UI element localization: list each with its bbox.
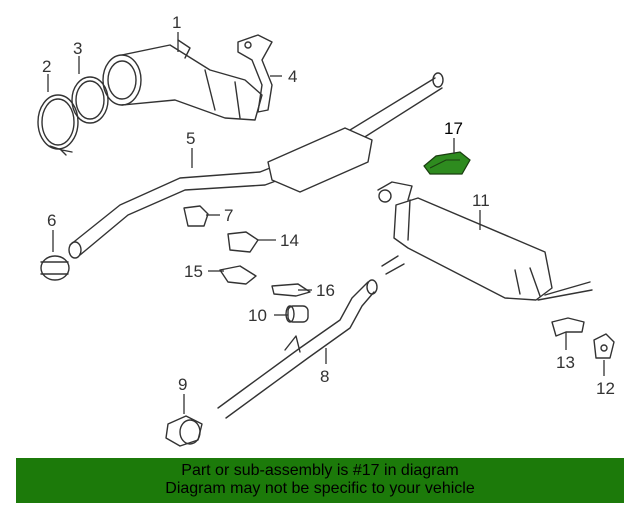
part-13-bracket[interactable] <box>551 317 585 337</box>
part-5-front-pipe[interactable] <box>68 72 444 259</box>
callout-15[interactable]: 15 <box>184 262 203 281</box>
callout-8[interactable]: 8 <box>320 367 329 386</box>
callout-12[interactable]: 12 <box>596 379 615 398</box>
callout-9[interactable]: 9 <box>178 375 187 394</box>
callout-10[interactable]: 10 <box>248 306 267 325</box>
part-10-bushing[interactable] <box>285 305 309 323</box>
callout-1[interactable]: 1 <box>172 13 181 32</box>
part-3-gasket[interactable] <box>71 76 109 124</box>
callout-5[interactable]: 5 <box>186 129 195 148</box>
callout-14[interactable]: 14 <box>280 231 299 250</box>
callout-16[interactable]: 16 <box>316 281 335 300</box>
part-17-highlighted[interactable] <box>423 151 471 175</box>
callout-4[interactable]: 4 <box>288 67 297 86</box>
callout-17[interactable]: 17 <box>444 119 463 138</box>
part-2-clamp[interactable] <box>37 94 79 156</box>
callout-3[interactable]: 3 <box>73 39 82 58</box>
part-11-muffler[interactable] <box>377 181 593 301</box>
footer-banner: Part or sub-assembly is #17 in diagram D… <box>16 458 624 503</box>
callout-2[interactable]: 2 <box>42 57 51 76</box>
callout-13[interactable]: 13 <box>556 353 575 372</box>
footer-line-2: Diagram may not be specific to your vehi… <box>165 480 475 497</box>
part-12-mount[interactable] <box>593 333 615 359</box>
exhaust-parts-diagram: 1 2 3 4 5 6 7 8 9 10 11 12 13 14 15 16 1… <box>37 13 615 447</box>
part-7-hanger[interactable] <box>183 205 209 227</box>
part-4-bracket[interactable] <box>237 34 273 113</box>
callout-6[interactable]: 6 <box>47 211 56 230</box>
part-14-bracket[interactable] <box>227 231 259 253</box>
part-6-clamp[interactable] <box>40 255 70 281</box>
part-16-strap[interactable] <box>271 283 311 297</box>
callout-leaders <box>47 32 605 414</box>
part-1-converter[interactable] <box>102 39 263 121</box>
part-9-clamp[interactable] <box>165 415 203 447</box>
part-8-rear-pipe[interactable] <box>217 279 378 419</box>
part-15-hanger[interactable] <box>219 265 257 285</box>
callout-11[interactable]: 11 <box>472 191 490 210</box>
callout-7[interactable]: 7 <box>224 206 233 225</box>
footer-line-1: Part or sub-assembly is #17 in diagram <box>181 462 459 479</box>
